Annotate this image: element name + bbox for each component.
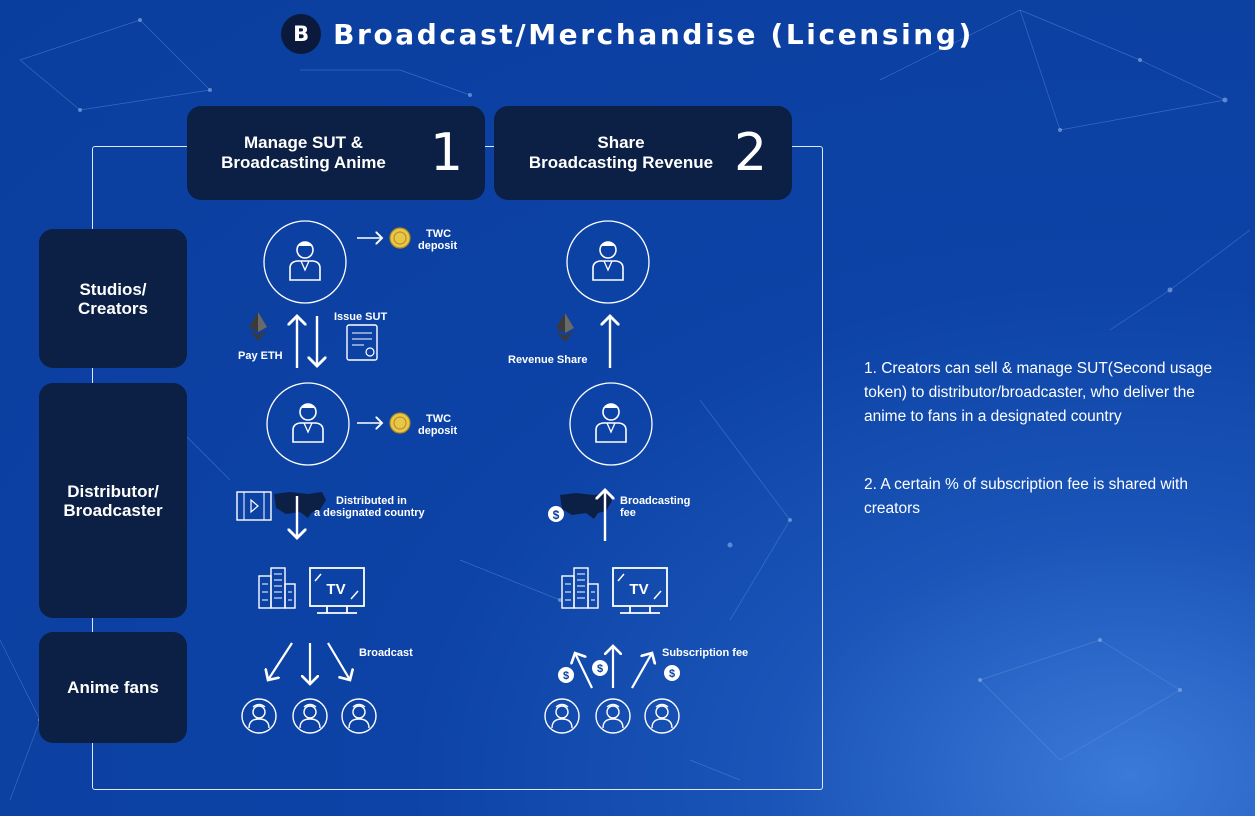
step-1-number: 1 — [430, 123, 464, 183]
fan-avatar-icon — [292, 698, 328, 734]
dollar-sign: $ — [563, 670, 569, 682]
broadcasting-fee-label: Broadcasting fee — [620, 495, 691, 519]
distributed-label: Distributed in a designated country — [314, 495, 425, 519]
section-badge: B — [281, 14, 322, 54]
coin-icon — [389, 412, 411, 434]
building-icon — [561, 567, 599, 609]
fan-avatar-icon — [544, 698, 580, 734]
step-2-box: Share Broadcasting Revenue 2 — [494, 106, 792, 200]
step-1-box: Manage SUT & Broadcasting Anime 1 — [187, 106, 485, 200]
distributor-person-icon — [266, 382, 350, 466]
distributor-person-icon — [569, 382, 653, 466]
note-1: 1. Creators can sell & manage SUT(Second… — [864, 360, 1213, 425]
fan-avatar-icon — [241, 698, 277, 734]
note-2: 2. A certain % of subscription fee is sh… — [864, 476, 1188, 517]
film-icon — [236, 491, 272, 521]
step-2-label: Share Broadcasting Revenue — [528, 133, 714, 172]
creator-person-icon — [566, 220, 650, 304]
tv-label: TV — [326, 581, 345, 598]
twc-deposit-label: TWC deposit — [418, 413, 458, 437]
revenue-share-label: Revenue Share — [508, 354, 588, 366]
dollar-sign: $ — [597, 663, 603, 675]
ethereum-icon — [249, 312, 267, 341]
dollar-sign: $ — [553, 508, 560, 522]
page-title: B Broadcast/Merchandise (Licensing) — [0, 14, 1255, 54]
creator-person-icon — [263, 220, 347, 304]
step-2-number: 2 — [734, 123, 768, 183]
subscription-fee-label: Subscription fee — [662, 647, 749, 659]
issue-sut-label: Issue SUT — [334, 311, 388, 323]
coin-icon — [389, 227, 411, 249]
fan-avatar-icon — [595, 698, 631, 734]
dollar-sign: $ — [669, 668, 675, 680]
row-anime-fans: Anime fans — [39, 632, 187, 743]
fan-avatar-icon — [341, 698, 377, 734]
broadcast-label: Broadcast — [359, 647, 413, 659]
fan-avatar-icon — [644, 698, 680, 734]
step-1-label: Manage SUT & Broadcasting Anime — [221, 133, 386, 172]
ethereum-icon — [556, 313, 574, 342]
pay-eth-label: Pay ETH — [238, 350, 283, 362]
certificate-icon — [346, 324, 378, 361]
building-icon — [258, 567, 296, 609]
twc-deposit-label: TWC deposit — [418, 228, 458, 252]
title-text: Broadcast/Merchandise (Licensing) — [333, 17, 974, 51]
row-studios-creators: Studios/Creators — [39, 229, 187, 368]
row-distributor-broadcaster: Distributor/Broadcaster — [39, 383, 187, 618]
tv-label: TV — [629, 581, 648, 598]
